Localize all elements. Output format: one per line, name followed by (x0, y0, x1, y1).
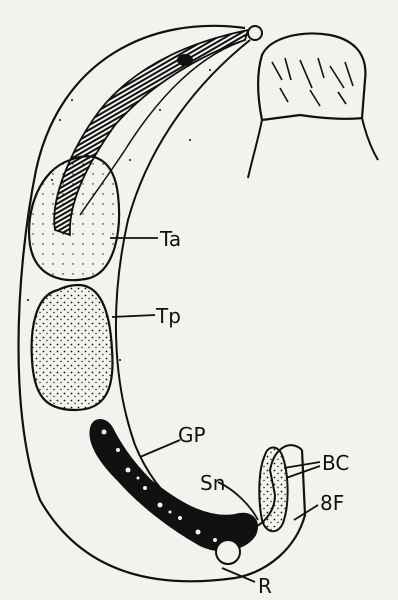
testis-posterior (32, 285, 113, 410)
label-r: R (258, 574, 272, 598)
label-of: 8F (320, 491, 344, 515)
label-tp: Tp (155, 304, 181, 328)
head-fragment-neck (248, 118, 378, 178)
label-sn: Sn (200, 471, 225, 495)
gland-gp (90, 420, 257, 550)
posterior-sucker (216, 540, 240, 564)
label-gp: GP (178, 423, 206, 447)
acetabulum (177, 54, 193, 66)
testis-anterior (29, 156, 119, 280)
label-ta: Ta (159, 227, 181, 251)
bursa-copulatrix (259, 448, 287, 532)
oral-sucker (248, 26, 262, 40)
label-bc: BC (322, 451, 349, 475)
body-outline-inner (116, 40, 275, 530)
